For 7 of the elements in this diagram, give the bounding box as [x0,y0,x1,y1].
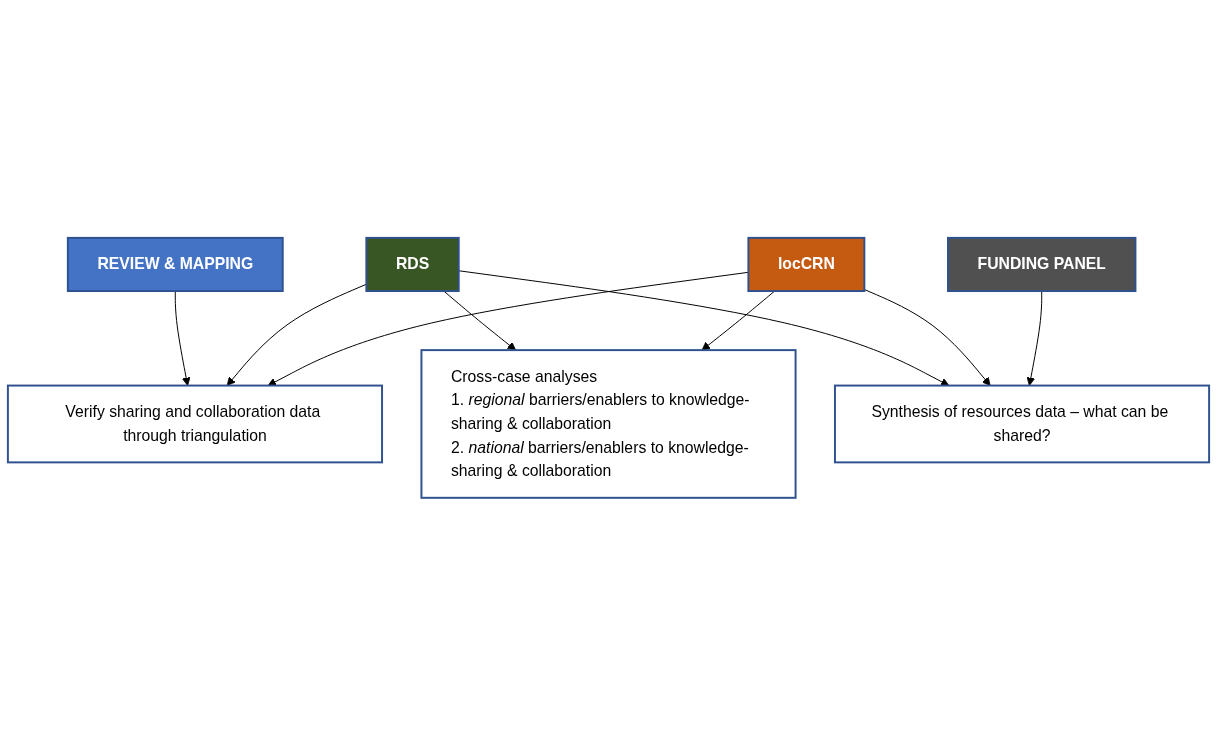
node-box: Cross-case analyses 1. regional barriers/enablers to knowledge-sharing & collaboration 2. national barriers/enablers to knowledge-sharing & collaboration [420,349,797,499]
node-box: FUNDING PANEL [947,237,1137,293]
node-box: RDS [365,237,460,293]
node-box: Synthesis of resources data – what can be shared? [833,384,1211,464]
node-box: Verify sharing and collaboration data through triangulation [6,384,384,464]
node-box: REVIEW & MAPPING [66,237,284,293]
node-box: locCRN [747,237,866,293]
